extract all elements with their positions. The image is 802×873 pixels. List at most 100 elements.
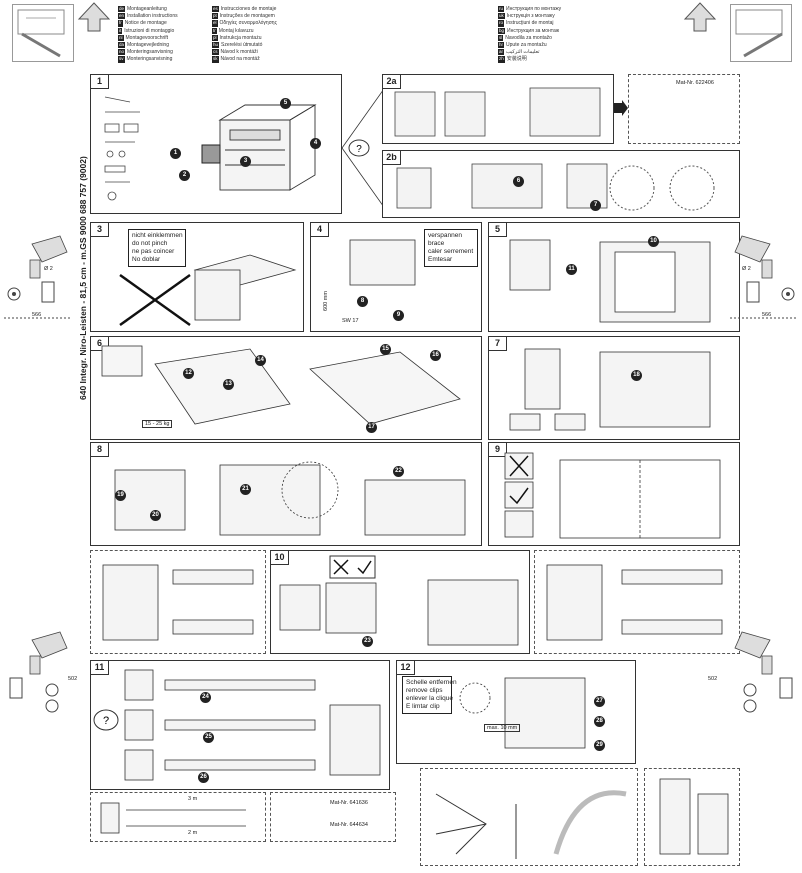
length-label: 2 m (188, 830, 198, 836)
hose-illustration (100, 802, 246, 834)
mat-nr-label: Mat-Nr. 641636 (330, 800, 368, 806)
step-marker: 2 (179, 170, 190, 181)
step-marker: 6 (513, 176, 524, 187)
dim-label: max. 10 mm (484, 724, 521, 732)
step-number: 12 (397, 661, 415, 675)
dishwasher-icon (201, 104, 317, 191)
mat-nr-label: Mat-Nr. 622406 (676, 80, 714, 86)
weight-label: 15 - 25 kg (142, 420, 173, 428)
dim-label: 600 mm (322, 291, 329, 311)
step-marker: 29 (594, 740, 605, 751)
drill-icon (9, 631, 68, 713)
dishwasher-icon (279, 579, 519, 646)
dim-label: 502 (68, 676, 78, 682)
arrow-up-icon (77, 2, 111, 32)
step-marker: 13 (223, 379, 234, 390)
corner-box-top-left (12, 4, 74, 62)
question-mark-icon: ? (93, 709, 119, 731)
cross-mark-icon (119, 273, 191, 327)
step-marker: 4 (310, 138, 321, 149)
step-marker: 8 (357, 296, 368, 307)
dim-label: 566 (32, 312, 42, 318)
step-marker: 3 (240, 156, 251, 167)
step-number: 3 (91, 223, 109, 237)
step-marker: 23 (362, 636, 373, 647)
step-marker: 16 (430, 350, 441, 361)
step-number: 5 (489, 223, 507, 237)
step-number: 2a (383, 75, 401, 89)
dia-label: Ø 2 (44, 266, 53, 272)
dishwasher-icon (459, 677, 586, 749)
step-marker: 20 (150, 510, 161, 521)
dishwasher-icon (509, 348, 711, 431)
svg-text:?: ? (103, 715, 109, 727)
dishwasher-icon (349, 239, 416, 286)
step-marker: 17 (366, 422, 377, 433)
dishwasher-icon (509, 239, 711, 323)
step-marker: 11 (566, 264, 577, 275)
step-marker: 5 (280, 98, 291, 109)
step-marker: 12 (183, 368, 194, 379)
pencil-icon (17, 9, 65, 58)
step-number: 8 (91, 443, 109, 457)
pliers-detail-panel (420, 768, 638, 866)
step-marker: 1 (170, 148, 181, 159)
mat-nr-label: Mat-Nr. 644634 (330, 822, 368, 828)
svg-text:?: ? (356, 144, 362, 155)
rail-illustration (546, 564, 723, 641)
arrow-right-icon (614, 100, 628, 116)
dia-label: Ø 2 (742, 266, 751, 272)
panel-step-1: 1 (90, 74, 342, 214)
trim-illustration (124, 669, 381, 781)
drill-icon (730, 235, 798, 319)
step-marker: 21 (240, 484, 251, 495)
step-marker: 9 (393, 310, 404, 321)
step-marker: 24 (200, 692, 211, 703)
step-marker: 19 (115, 490, 126, 501)
step-number: 2b (383, 151, 401, 165)
dim-label: 502 (708, 676, 718, 682)
pencil-icon (735, 9, 783, 58)
page-title: 640 Integr. Niro-Leisten - 81,5 cm - m.G… (78, 156, 88, 400)
cabinet-illustration (396, 163, 715, 211)
corner-illustration (659, 778, 729, 855)
step-marker: 18 (631, 370, 642, 381)
drill-icon (734, 631, 793, 713)
panel-step-2a-detail (628, 74, 740, 144)
arrow-up-icon (683, 2, 717, 32)
step-number: 1 (91, 75, 109, 89)
step-number: 9 (489, 443, 507, 457)
step-marker: 15 (380, 344, 391, 355)
step-number: 7 (489, 337, 507, 351)
step-marker: 10 (648, 236, 659, 247)
step-marker: 22 (393, 466, 404, 477)
step-marker: 7 (590, 200, 601, 211)
dim-label: 566 (762, 312, 772, 318)
step-marker: 27 (594, 696, 605, 707)
step-marker: 26 (198, 772, 209, 783)
rail-illustration (102, 564, 254, 641)
step-marker: 25 (203, 732, 214, 743)
